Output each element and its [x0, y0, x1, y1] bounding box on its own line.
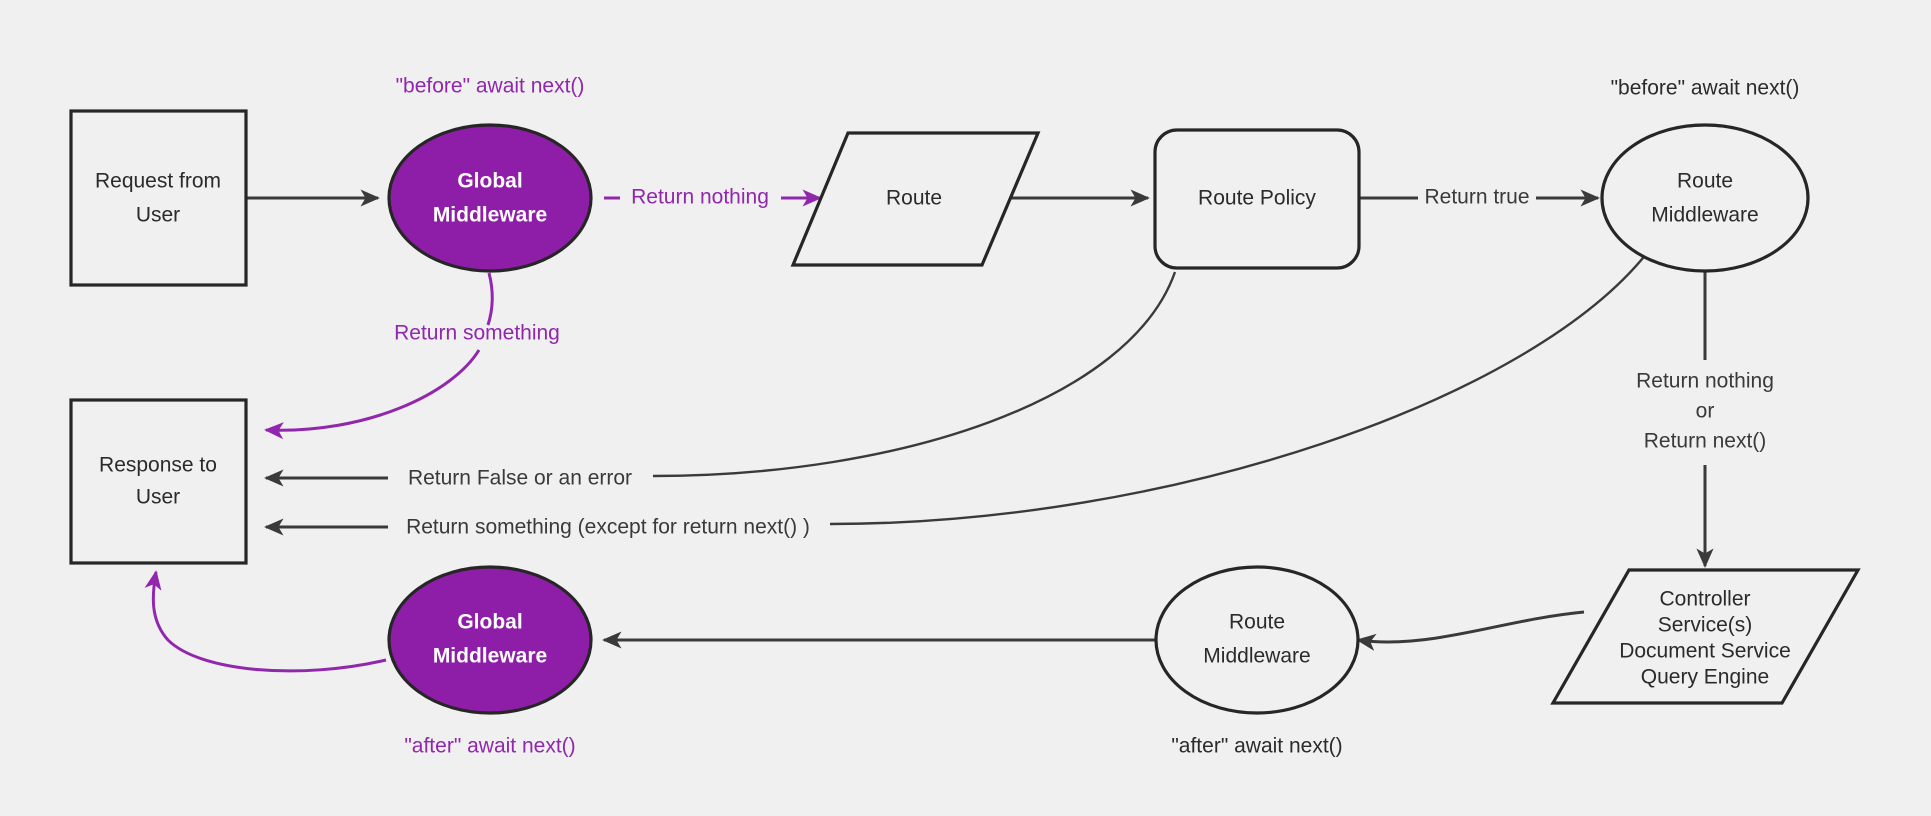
- edge-label-return-something-except-next: Return something (except for return next…: [406, 516, 810, 539]
- edge-routemw-to-response-curve: [829, 252, 1648, 526]
- edge-controller-to-route-middleware-bottom: [1356, 610, 1585, 651]
- controller-line1: Controller: [1659, 588, 1750, 611]
- global-middleware-bottom-shape: [387, 565, 593, 715]
- global-middleware-bottom-line2: Middleware: [433, 645, 547, 668]
- controller-shape: [1550, 568, 1861, 705]
- response-box-shape: [69, 398, 248, 565]
- global-middleware-top-line1: Global: [457, 170, 522, 193]
- node-route-middleware-top[interactable]: Route Middleware: [1600, 123, 1810, 273]
- node-request-from-user[interactable]: Request from User: [69, 109, 248, 287]
- node-global-middleware-bottom[interactable]: Global Middleware: [387, 565, 593, 715]
- node-response-to-user[interactable]: Response to User: [69, 398, 248, 565]
- node-route[interactable]: Route: [790, 131, 1041, 267]
- node-route-middleware-bottom[interactable]: Route Middleware: [1154, 565, 1360, 715]
- route-middleware-bottom-line1: Route: [1229, 611, 1285, 634]
- annotation-after-await-next-route: "after" await next(): [1171, 735, 1342, 758]
- node-global-middleware-top[interactable]: Global Middleware: [387, 123, 593, 273]
- node-route-policy[interactable]: Route Policy: [1153, 128, 1361, 270]
- edge-label-return-nothing: Return nothing: [631, 186, 769, 209]
- request-label-line1: Request from: [95, 170, 221, 193]
- route-label: Route: [886, 187, 942, 210]
- edge-label-return-nothing-or-next-1: Return nothing: [1636, 370, 1774, 393]
- edge-label-return-false-or-error: Return False or an error: [408, 467, 632, 490]
- global-middleware-bottom-line1: Global: [457, 611, 522, 634]
- annotation-after-await-next-global: "after" await next(): [404, 735, 575, 758]
- edge-label-return-nothing-or-next-3: Return next(): [1644, 430, 1767, 453]
- route-middleware-top-line2: Middleware: [1651, 204, 1758, 227]
- edge-global-to-response-return-something: [264, 349, 481, 440]
- route-middleware-top-shape: [1600, 123, 1810, 273]
- node-controller-services[interactable]: Controller Service(s) Document Service Q…: [1550, 568, 1861, 705]
- annotation-before-await-next-global: "before" await next(): [396, 75, 585, 98]
- controller-line4: Query Engine: [1641, 666, 1769, 689]
- controller-line2: Service(s): [1658, 614, 1753, 637]
- route-policy-shape: [1153, 128, 1361, 270]
- edge-global-return-something-stub: [486, 272, 494, 326]
- global-middleware-top-line2: Middleware: [433, 204, 547, 227]
- annotation-before-await-next-route: "before" await next(): [1611, 77, 1800, 100]
- response-label-line1: Response to: [99, 454, 217, 477]
- route-middleware-bottom-line2: Middleware: [1203, 645, 1310, 668]
- route-middleware-top-line1: Route: [1677, 170, 1733, 193]
- route-middleware-bottom-shape: [1154, 565, 1360, 715]
- edge-global-middleware-bottom-to-response: [144, 570, 387, 673]
- edge-label-return-true: Return true: [1424, 186, 1529, 209]
- edge-label-return-something: Return something: [394, 322, 560, 345]
- route-shape: [790, 131, 1041, 267]
- request-label-line2: User: [136, 204, 180, 227]
- global-middleware-top-shape: [387, 123, 593, 273]
- request-box-shape: [69, 109, 248, 287]
- route-policy-label: Route Policy: [1198, 187, 1316, 210]
- edge-label-return-nothing-or-next-2: or: [1696, 400, 1715, 423]
- edge-policy-to-response-curve: [652, 271, 1177, 478]
- response-label-line2: User: [136, 486, 180, 509]
- controller-line3: Document Service: [1619, 640, 1791, 663]
